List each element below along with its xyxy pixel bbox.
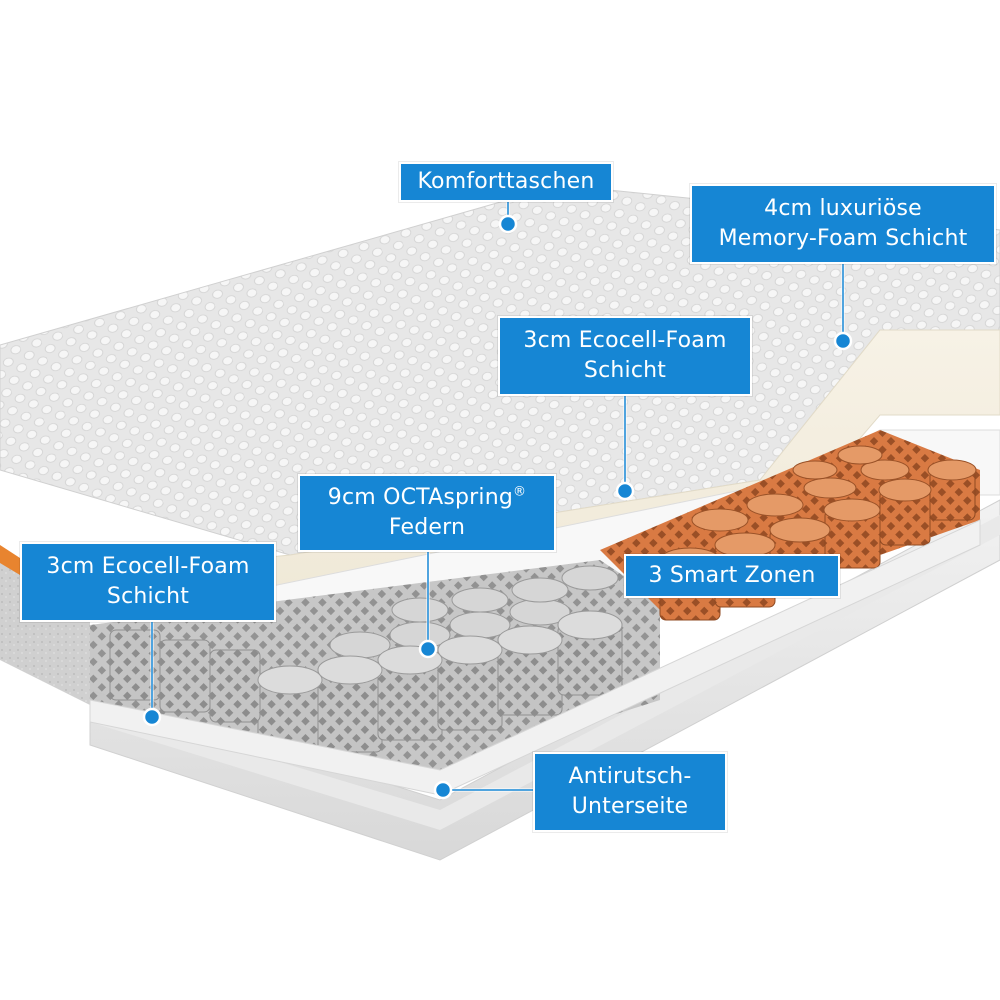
label-ecocell-left-line2: Schicht [107,582,189,612]
label-octaspring-name: 9cm OCTAspring [328,485,513,510]
marker-octaspring [420,641,436,657]
label-octaspring-line1: 9cm OCTAspring® [328,483,526,513]
label-antirutsch: Antirutsch- Unterseite [533,752,727,832]
label-antirutsch-line2: Unterseite [572,792,689,822]
marker-ecocell-left [144,709,160,725]
label-ecocell-top-line1: 3cm Ecocell-Foam [523,326,726,356]
label-smart-zones-text: 3 Smart Zonen [648,561,815,591]
label-ecocell-left: 3cm Ecocell-Foam Schicht [20,542,276,622]
label-komforttaschen: Komforttaschen [399,162,613,202]
label-memory-foam: 4cm luxuriöse Memory-Foam Schicht [690,184,996,264]
label-antirutsch-line1: Antirutsch- [569,762,692,792]
label-ecocell-top-line2: Schicht [584,356,666,386]
marker-antirutsch [435,782,451,798]
marker-ecocell-top [617,483,633,499]
label-ecocell-top: 3cm Ecocell-Foam Schicht [498,316,752,396]
label-smart-zones: 3 Smart Zonen [624,554,840,598]
marker-komforttaschen [500,216,516,232]
registered-mark: ® [513,485,526,500]
label-memory-foam-line1: 4cm luxuriöse [764,194,922,224]
label-octaspring-line2: Federn [389,513,465,543]
label-ecocell-left-line1: 3cm Ecocell-Foam [46,552,249,582]
label-memory-foam-line2: Memory-Foam Schicht [719,224,968,254]
label-octaspring: 9cm OCTAspring® Federn [298,474,556,552]
marker-memory-foam [835,333,851,349]
label-komforttaschen-text: Komforttaschen [418,167,595,197]
